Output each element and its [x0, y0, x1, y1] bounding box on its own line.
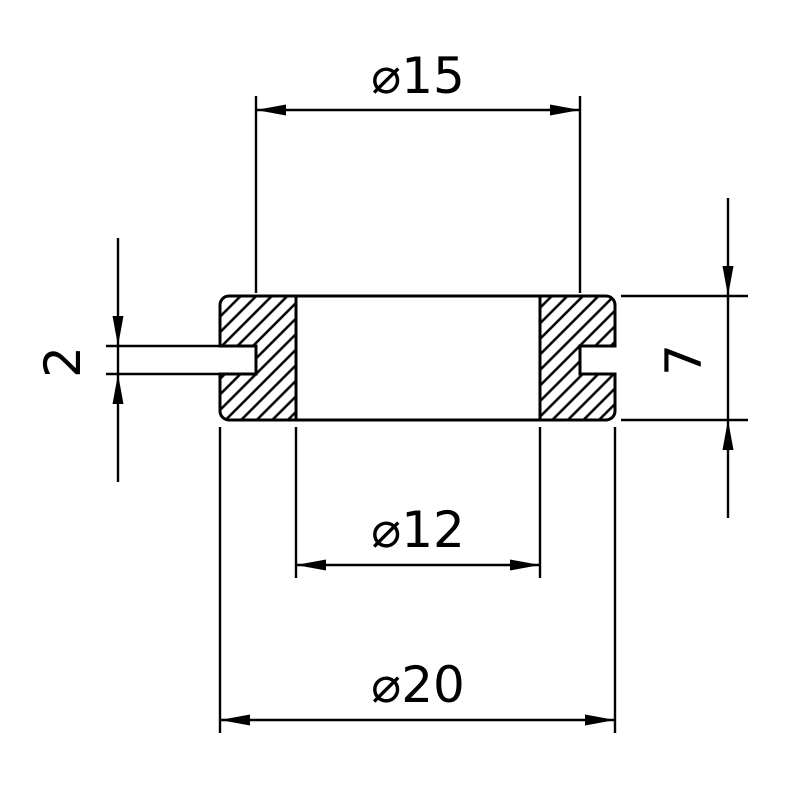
dim-label-groove-diameter: ⌀15 [371, 47, 465, 105]
dim-bore-diameter: ⌀12 [294, 427, 542, 578]
arrow-left-icon [256, 104, 286, 116]
dim-height: 7 [621, 198, 748, 518]
dim-groove-diameter: ⌀15 [254, 47, 582, 293]
dim-groove-width: 2 [34, 238, 220, 482]
arrow-down-icon [722, 266, 734, 296]
section-right-hatched [538, 294, 617, 422]
arrow-left-icon [220, 714, 250, 726]
dim-label-height: 7 [655, 344, 713, 376]
dim-label-bore-diameter: ⌀12 [371, 501, 465, 559]
dim-label-outer-diameter: ⌀20 [371, 656, 465, 714]
grommet-cross-section [218, 294, 617, 422]
arrow-right-icon [510, 559, 540, 571]
arrow-left-icon [296, 559, 326, 571]
dim-outer-diameter: ⌀20 [218, 427, 617, 733]
arrow-right-icon [585, 714, 615, 726]
arrow-right-icon [550, 104, 580, 116]
arrow-down-icon [112, 316, 124, 346]
section-left-hatched [218, 294, 298, 422]
arrow-up-icon [112, 374, 124, 404]
arrow-up-icon [722, 420, 734, 450]
dim-label-groove-width: 2 [34, 346, 92, 378]
